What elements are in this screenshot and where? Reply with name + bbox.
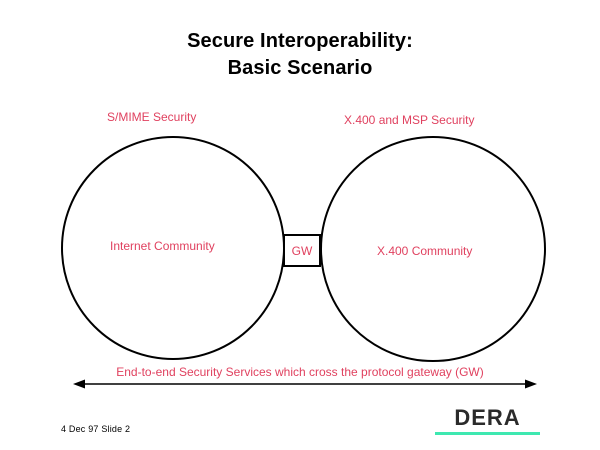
- internet-community-label: Internet Community: [110, 239, 215, 253]
- dera-logo-rule: [435, 432, 540, 435]
- slide-footer-info: 4 Dec 97 Slide 2: [61, 424, 131, 434]
- page-title: Secure Interoperability: Basic Scenario: [0, 28, 600, 82]
- dera-logo-text: DERA: [454, 405, 521, 430]
- end-to-end-double-arrow-icon: [73, 379, 537, 389]
- page-title-line-1: Secure Interoperability:: [187, 30, 413, 52]
- dera-logo: DERA: [435, 406, 540, 435]
- x400-community-label: X.400 Community: [377, 244, 473, 258]
- right-security-label: X.400 and MSP Security: [344, 113, 475, 127]
- end-to-end-services-label: End-to-end Security Services which cross…: [116, 365, 484, 379]
- gateway-box: GW: [283, 234, 321, 267]
- x400-community-circle: [320, 136, 546, 362]
- page-title-line-2: Basic Scenario: [227, 57, 373, 79]
- gateway-label: GW: [291, 243, 313, 258]
- left-security-label: S/MIME Security: [107, 110, 197, 124]
